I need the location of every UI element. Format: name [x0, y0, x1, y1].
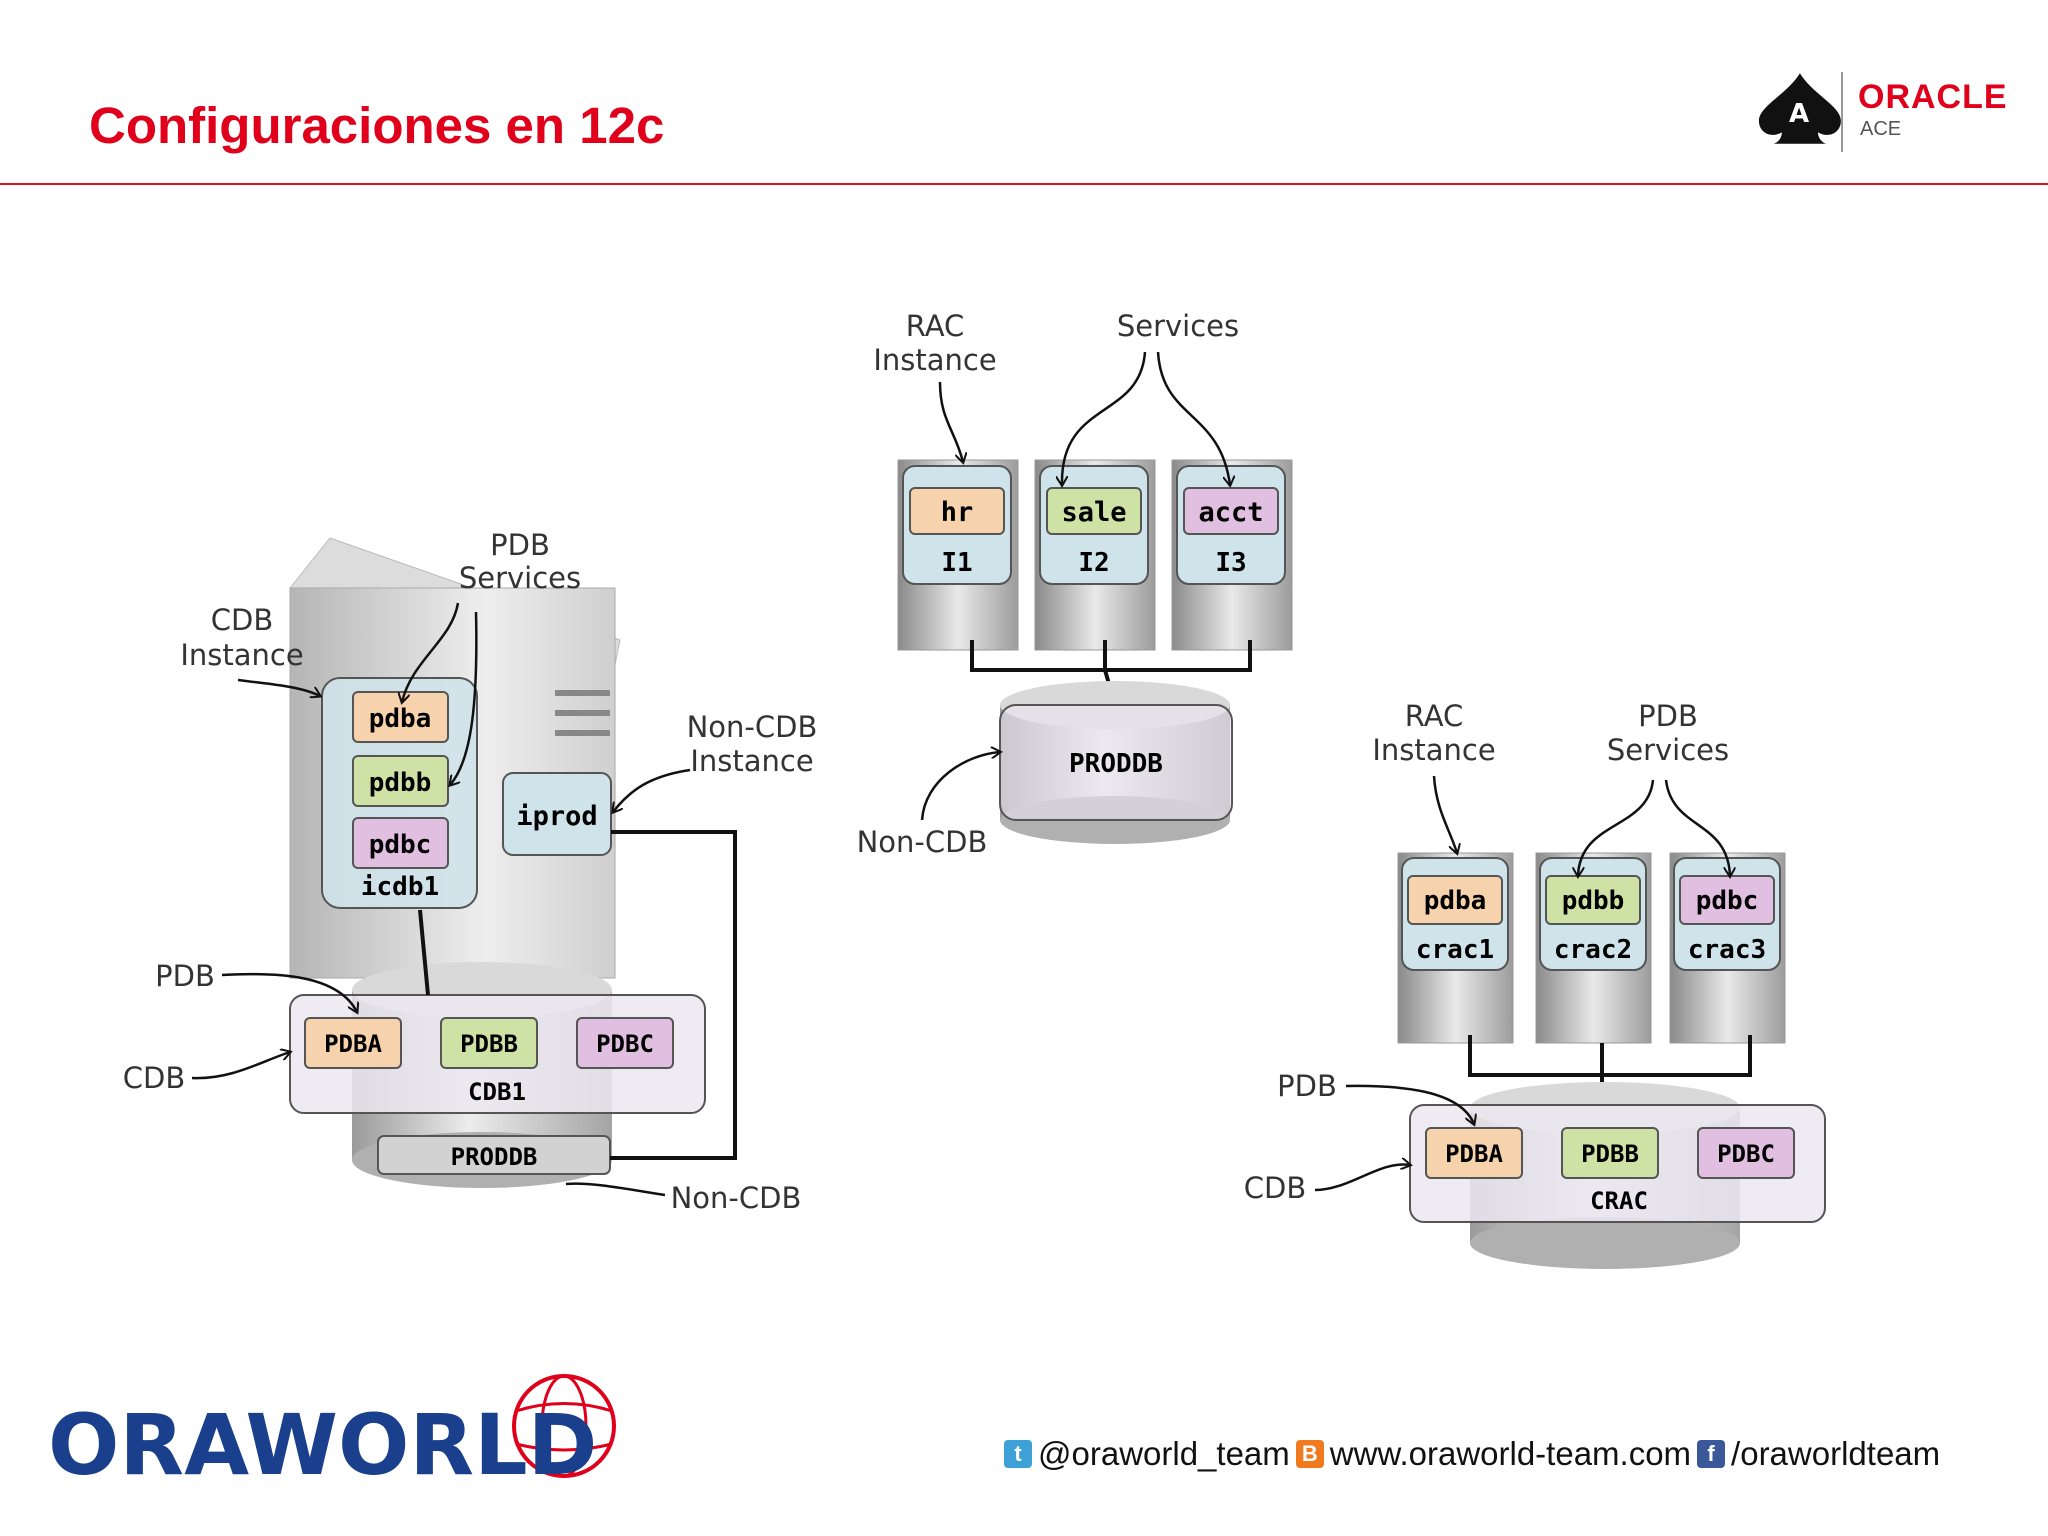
label-rac-instance-2: Instance	[873, 343, 996, 377]
footer-contacts: t @oraworld_team B www.oraworld-team.com…	[1004, 1432, 1940, 1476]
instance-crac2: crac2	[1554, 935, 1632, 965]
logo-separator	[1841, 72, 1843, 152]
pdb-service-pdba: pdba	[352, 691, 449, 743]
service-pdbb: pdbb	[1562, 886, 1625, 916]
svg-text:PDBC: PDBC	[1717, 1140, 1775, 1168]
left-config: pdba pdbb pdbc icdb1 iprod PDBA PDBB PDB…	[123, 528, 818, 1215]
blogger-icon: B	[1295, 1440, 1324, 1468]
label-rac-pdb: PDB	[1277, 1069, 1337, 1103]
svg-text:A: A	[1789, 99, 1809, 129]
page-title: Configuraciones en 12c	[89, 97, 665, 154]
instance-label-icdb1: icdb1	[361, 872, 439, 902]
label-rac-cdb: CDB	[1244, 1171, 1306, 1205]
service-pdba: pdba	[1424, 886, 1487, 916]
svg-text:PDBB: PDBB	[1581, 1140, 1639, 1168]
service-pdbc: pdbc	[1696, 886, 1759, 916]
cdb-name-CRAC: CRAC	[1590, 1187, 1648, 1215]
label-cdb-instance-2: Instance	[180, 638, 303, 672]
pdb-PDBA: PDBA	[304, 1017, 402, 1069]
noncdb-proddb: PRODDB	[377, 1135, 611, 1175]
label-rac-cdb-instance-2: Instance	[1372, 733, 1495, 767]
rac-node-2: sale I2	[1034, 459, 1156, 651]
label-cdb: CDB	[123, 1061, 185, 1095]
oracle-wordmark: ORACLE	[1858, 78, 2008, 116]
instance-crac1: crac1	[1416, 935, 1494, 965]
label-rac-cdb-instance-1: RAC	[1405, 699, 1464, 733]
label-noncdb-middle: Non-CDB	[857, 825, 988, 859]
instance-crac3: crac3	[1688, 935, 1766, 965]
proddb-label: PRODDB	[1069, 749, 1163, 779]
pdb-service-pdbc: pdbc	[352, 817, 449, 869]
pdb-PDBB: PDBB	[440, 1017, 538, 1069]
svg-text:pdba: pdba	[369, 704, 432, 734]
rac-pdb-PDBC: PDBC	[1697, 1127, 1795, 1179]
cdb-name-CDB1: CDB1	[468, 1078, 526, 1106]
rac-pdb-PDBB: PDBB	[1561, 1127, 1659, 1179]
svg-text:pdbb: pdbb	[369, 768, 432, 798]
svg-text:iprod: iprod	[516, 801, 597, 832]
rac-node-3: acct I3	[1171, 459, 1293, 651]
label-noncdb: Non-CDB	[671, 1181, 802, 1215]
svg-text:PDBB: PDBB	[460, 1030, 518, 1058]
middle-config: hr I1 sale I2 acct I3 PRODDB RAC	[857, 309, 1293, 859]
rac-pdb-PDBA: PDBA	[1425, 1127, 1523, 1179]
service-sale: sale	[1061, 497, 1126, 528]
proddb-disk: PRODDB	[999, 681, 1233, 844]
twitter-handle[interactable]: @oraworld_team	[1038, 1435, 1290, 1472]
label-pdb-services-2: Services	[459, 561, 581, 595]
header-rule	[0, 183, 2048, 185]
twitter-icon: t	[1004, 1440, 1032, 1468]
rac-cdb-node-2: pdbb crac2	[1535, 852, 1652, 1044]
label-rac-instance-1: RAC	[906, 309, 965, 343]
rac-node-1: hr I1	[897, 459, 1019, 651]
ace-wordmark: ACE	[1860, 118, 1902, 140]
label-rac-pdb-services-2: Services	[1607, 733, 1729, 767]
noncdb-instance-iprod: iprod	[502, 772, 612, 856]
svg-text:pdbc: pdbc	[369, 830, 432, 860]
facebook-link[interactable]: /oraworldteam	[1731, 1435, 1941, 1472]
right-config: pdba crac1 pdbb crac2 pdbc crac3 PDBA PD…	[1244, 699, 1826, 1269]
pdb-PDBC: PDBC	[576, 1017, 674, 1069]
instance-I1: I1	[941, 548, 972, 578]
globe-icon: ORAWORLD	[48, 1374, 616, 1494]
svg-text:PDBC: PDBC	[596, 1030, 654, 1058]
oraworld-wordmark: ORAWORLD	[48, 1396, 597, 1494]
facebook-icon: f	[1697, 1440, 1726, 1468]
spade-icon: A	[1758, 73, 1841, 144]
website-link[interactable]: www.oraworld-team.com	[1329, 1435, 1692, 1472]
instance-I3: I3	[1215, 548, 1246, 578]
service-hr: hr	[941, 497, 974, 528]
svg-text:PDBA: PDBA	[324, 1030, 382, 1058]
label-cdb-instance-1: CDB	[211, 603, 273, 637]
svg-text:PDBA: PDBA	[1445, 1140, 1503, 1168]
label-pdb: PDB	[155, 959, 215, 993]
instance-I2: I2	[1078, 548, 1109, 578]
pdb-service-pdbb: pdbb	[352, 755, 449, 807]
rac-cdb-node-1: pdba crac1	[1397, 852, 1514, 1044]
label-rac-pdb-services-1: PDB	[1638, 699, 1698, 733]
label-pdb-services-1: PDB	[490, 528, 550, 562]
svg-text:PRODDB: PRODDB	[451, 1143, 538, 1171]
label-noncdb-instance-2: Instance	[690, 744, 813, 778]
label-services: Services	[1117, 309, 1239, 343]
rac-cdb-node-3: pdbc crac3	[1669, 852, 1786, 1044]
service-acct: acct	[1198, 497, 1263, 528]
label-noncdb-instance-1: Non-CDB	[687, 710, 818, 744]
